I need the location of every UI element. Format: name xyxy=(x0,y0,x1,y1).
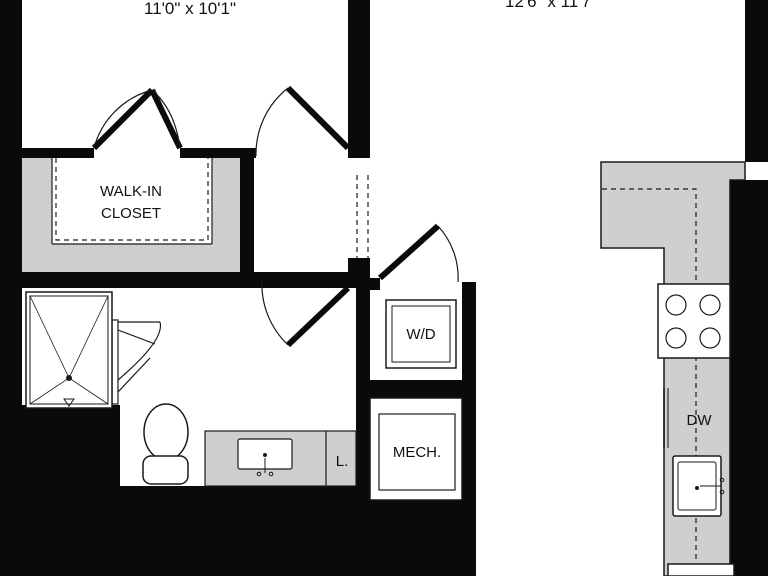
wall-closet-top-right xyxy=(180,148,256,158)
wall-wd-mech-divider xyxy=(370,380,476,398)
wall-bath-left-block xyxy=(22,405,120,486)
wall-closet-right xyxy=(240,148,254,278)
bathroom-door xyxy=(261,279,351,348)
bedroom-dimensions: 11'0" x 10'1" xyxy=(144,0,236,18)
vanity: L. xyxy=(204,430,357,487)
doors xyxy=(91,85,459,405)
wall-bedroom-living-upper xyxy=(348,0,370,150)
kitchen-sink xyxy=(672,455,725,517)
washer-dryer: W/D xyxy=(385,299,457,369)
mech-label: MECH. xyxy=(393,444,441,461)
wd-door xyxy=(377,223,459,283)
shower-door xyxy=(111,319,162,405)
linen-label: L. xyxy=(336,453,349,470)
outer-wall-right-kitchen xyxy=(730,180,768,576)
wd-label: W/D xyxy=(406,326,435,343)
wall-closet-top-left xyxy=(22,148,94,158)
wall-hall-top-right xyxy=(348,148,370,158)
mechanical-room: MECH. xyxy=(369,397,463,501)
outer-wall-bottom-left xyxy=(0,518,462,576)
walk-in-closet: WALK-IN CLOSET xyxy=(22,158,240,272)
window-openings xyxy=(356,175,369,258)
living-dimensions: 12'6" x 11'7" xyxy=(505,0,597,11)
refrigerator-edge xyxy=(667,563,735,576)
wall-bath-right xyxy=(356,282,370,486)
bedroom-door xyxy=(255,85,351,157)
outer-wall-right-top xyxy=(745,0,768,162)
walk-in-closet-label-line1: WALK-IN xyxy=(100,183,162,200)
wall-wd-top xyxy=(370,278,380,290)
shower xyxy=(25,291,113,409)
closet-door xyxy=(91,87,183,151)
cooktop xyxy=(657,283,731,359)
outer-wall-left xyxy=(0,0,22,576)
walk-in-closet-label-line2: CLOSET xyxy=(101,205,161,222)
toilet xyxy=(142,403,189,485)
wall-bath-top xyxy=(22,272,368,288)
kitchen-counter: DW xyxy=(600,161,746,576)
dishwasher: DW xyxy=(663,388,713,448)
dw-label: DW xyxy=(687,412,713,429)
wall-living-bottom-left xyxy=(458,486,476,576)
